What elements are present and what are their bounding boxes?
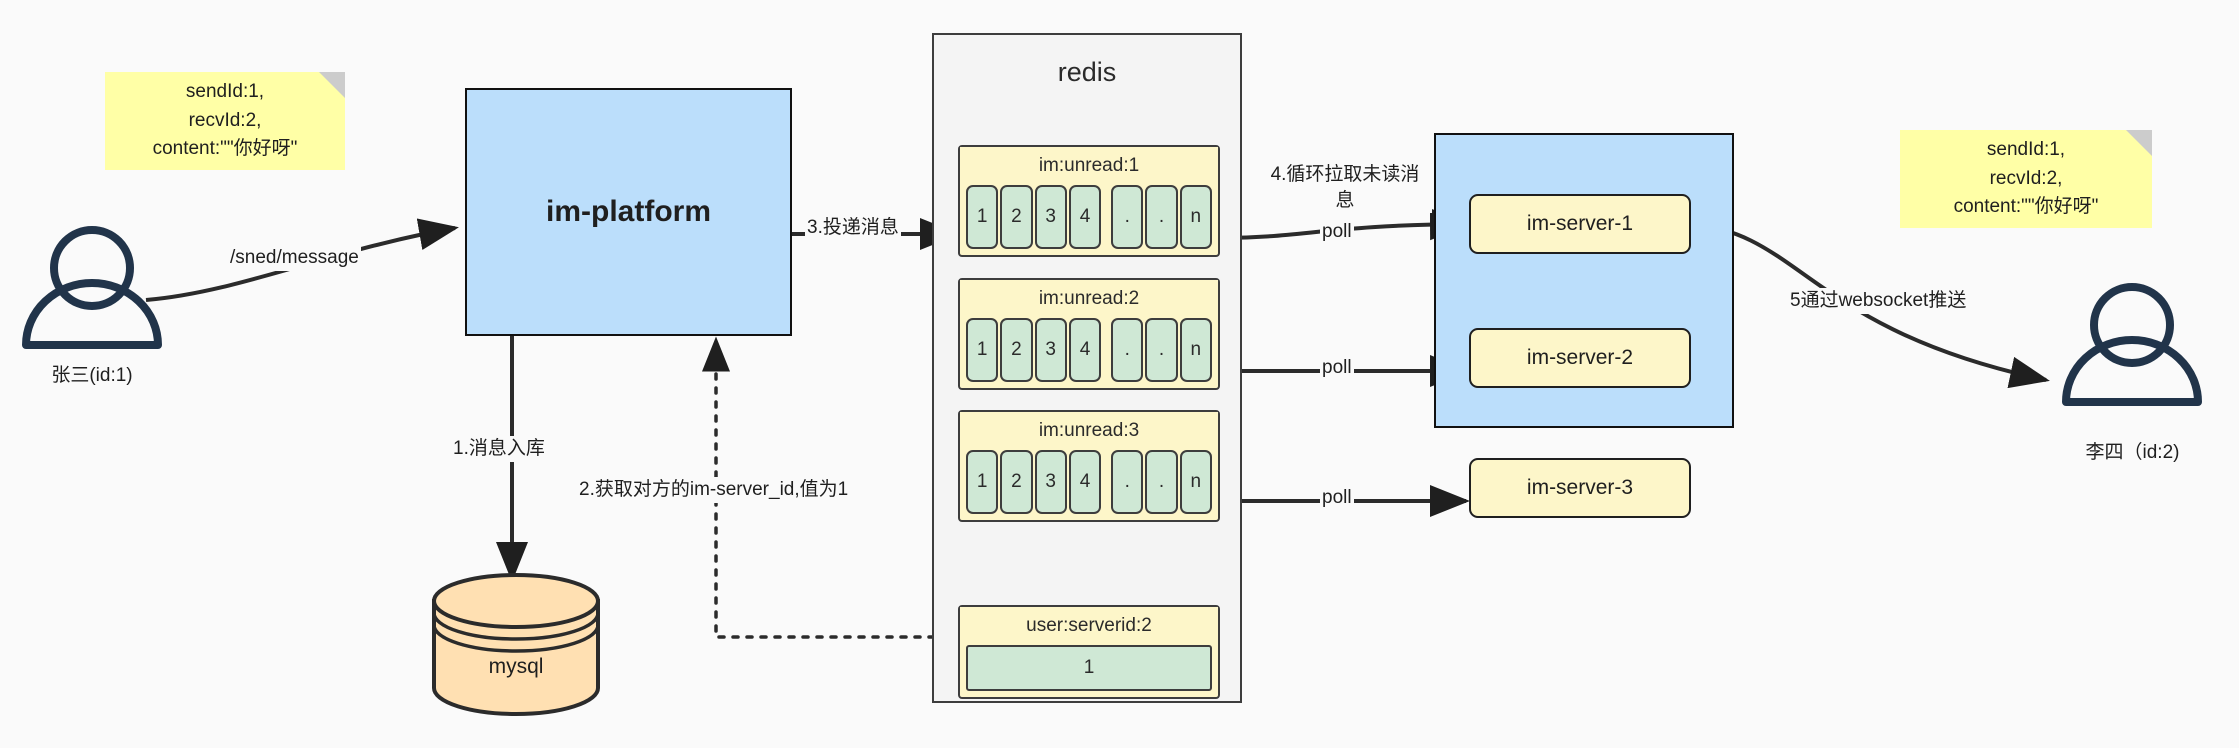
redis-container: redis im:unread:1 1 2 3 4 . . n im:unrea…: [932, 33, 1242, 703]
edge-label-poll-3: poll: [1320, 485, 1354, 511]
im-platform-box[interactable]: im-platform: [465, 88, 792, 336]
redis-cell[interactable]: 3: [1034, 185, 1067, 249]
edge-label-poll-2: poll: [1320, 355, 1354, 381]
redis-key-name: im:unread:2: [960, 280, 1218, 318]
redis-cell-row: 1 2 3 4 . . n: [960, 185, 1218, 255]
edge-label-step1-db: 1.消息入库: [451, 436, 547, 462]
receiver-avatar-icon: [2062, 283, 2202, 406]
message-note-left: sendId:1, recvId:2, content:""你好呀": [105, 72, 345, 170]
redis-key-name: im:unread:3: [960, 412, 1218, 450]
edge-label-step2-serverid: 2.获取对方的im-server_id,值为1: [577, 477, 851, 503]
sender-label: 张三(id:1): [51, 365, 133, 386]
edge-label-step3-deliver: 3.投递消息: [805, 215, 901, 241]
im-server-3-box[interactable]: im-server-3: [1469, 458, 1691, 518]
mysql-cylinder-icon: [432, 573, 600, 716]
redis-key-group-im-unread-1[interactable]: im:unread:1 1 2 3 4 . . n: [958, 145, 1220, 257]
note-fold-corner: [319, 72, 345, 98]
redis-cell[interactable]: 1: [966, 318, 999, 382]
redis-cell[interactable]: 4: [1068, 185, 1102, 249]
sender-avatar-icon: [22, 226, 162, 349]
note-right-text: sendId:1, recvId:2, content:""你好呀": [1953, 139, 2099, 218]
redis-cell[interactable]: 3: [1034, 450, 1067, 514]
im-server-2-box[interactable]: im-server-2: [1469, 328, 1691, 388]
edge-label-send-message: /sned/message: [228, 245, 361, 271]
redis-cell[interactable]: 1: [966, 450, 999, 514]
im-server-2-label: im-server-2: [1526, 346, 1634, 369]
redis-key-group-im-unread-3[interactable]: im:unread:3 1 2 3 4 . . n: [958, 410, 1220, 522]
redis-cell-row: 1 2 3 4 . . n: [960, 450, 1218, 520]
redis-key-name: user:serverid:2: [960, 607, 1218, 645]
redis-cell[interactable]: 1: [966, 185, 999, 249]
edge-label-poll-1: poll: [1320, 219, 1354, 245]
redis-cell[interactable]: 3: [1034, 318, 1067, 382]
note-left-text: sendId:1, recvId:2, content:""你好呀": [152, 81, 298, 160]
redis-cell[interactable]: 2: [1000, 185, 1033, 249]
redis-cell[interactable]: .: [1145, 318, 1178, 382]
edge-label-step5-push: 5通过websocket推送: [1788, 288, 1969, 314]
redis-cell[interactable]: .: [1145, 185, 1178, 249]
message-note-right: sendId:1, recvId:2, content:""你好呀": [1900, 130, 2152, 228]
redis-cell[interactable]: n: [1179, 185, 1212, 249]
redis-cell[interactable]: .: [1111, 185, 1144, 249]
redis-key-group-im-unread-2[interactable]: im:unread:2 1 2 3 4 . . n: [958, 278, 1220, 390]
redis-title: redis: [1057, 57, 1117, 87]
redis-key-group-user-serverid-2[interactable]: user:serverid:2 1: [958, 605, 1220, 699]
redis-key-name: im:unread:1: [960, 147, 1218, 185]
edge-label-step4-poll: 4.循环拉取未读消 息: [1258, 162, 1432, 214]
redis-cell[interactable]: .: [1145, 450, 1178, 514]
im-server-3-label: im-server-3: [1526, 476, 1634, 499]
receiver-label: 李四（id:2): [2085, 442, 2180, 463]
redis-serverid-value[interactable]: 1: [966, 645, 1212, 691]
im-server-1-label: im-server-1: [1526, 212, 1634, 235]
im-server-1-box[interactable]: im-server-1: [1469, 194, 1691, 254]
redis-cell[interactable]: 4: [1068, 318, 1102, 382]
redis-cell[interactable]: .: [1111, 318, 1144, 382]
redis-cell[interactable]: 4: [1068, 450, 1102, 514]
redis-cell[interactable]: .: [1111, 450, 1144, 514]
redis-cell[interactable]: n: [1179, 318, 1212, 382]
note-fold-corner: [2126, 130, 2152, 156]
im-platform-label: im-platform: [546, 195, 711, 228]
redis-cell-row: 1 2 3 4 . . n: [960, 318, 1218, 388]
mysql-label: mysql: [488, 655, 544, 678]
redis-cell[interactable]: 2: [1000, 318, 1033, 382]
redis-cell[interactable]: n: [1179, 450, 1212, 514]
redis-cell[interactable]: 2: [1000, 450, 1033, 514]
